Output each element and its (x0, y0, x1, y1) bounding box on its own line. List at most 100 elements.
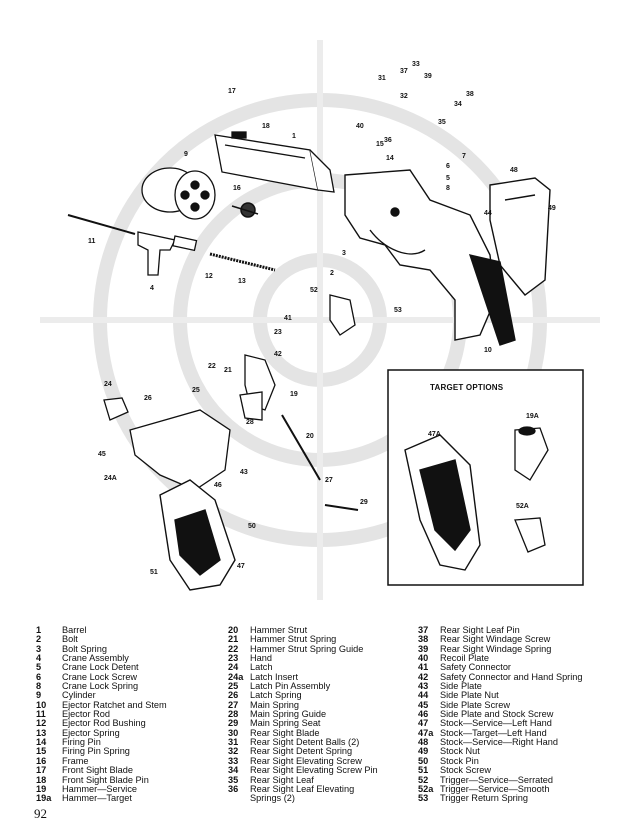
callout: 2 (330, 270, 334, 277)
callout: 23 (274, 329, 282, 336)
part-label: Latch (250, 662, 273, 673)
part-number: 39 (418, 643, 429, 654)
callout: 37 (400, 68, 408, 75)
part-label: Front Sight Blade Pin (62, 774, 149, 785)
part-number: 1 (36, 625, 42, 635)
side-plate-part (129, 409, 231, 491)
part-label: Crane Lock Spring (62, 681, 139, 692)
callout: 48 (510, 167, 518, 174)
part-number: 14 (36, 737, 47, 748)
part-label: Springs (2) (250, 793, 295, 804)
grip-left-part (159, 479, 236, 591)
part-label: Ejector Spring (62, 727, 120, 738)
part-label: Stock Pin (440, 755, 479, 766)
part-number: 27 (228, 699, 239, 710)
part-number: 34 (228, 765, 239, 776)
callout: 52 (310, 287, 318, 294)
callout: 25 (192, 387, 200, 394)
part-number: 8 (36, 681, 42, 692)
part-number: 21 (228, 634, 239, 645)
part-label: Hand (250, 653, 272, 664)
part-label: Rear Sight Elevating Screw Pin (250, 765, 378, 776)
part-label: Hammer Strut Spring (250, 634, 337, 645)
callout: 31 (378, 75, 386, 82)
callout: 24 (104, 381, 112, 388)
parts-list-item: 8 Crane Lock Spring (36, 681, 167, 692)
callout: 19 (290, 391, 298, 398)
part-label: Rear Sight Elevating Screw (250, 755, 362, 766)
part-label: Side Plate and Stock Screw (440, 709, 554, 720)
trigger-part (329, 294, 356, 336)
callout: 32 (400, 93, 408, 100)
part-number: 52 (418, 774, 429, 785)
callout: 18 (262, 123, 270, 130)
part-label: Hammer Strut (250, 625, 308, 635)
hammer-part (239, 354, 276, 421)
part-label: Rear Sight Leaf Elevating (250, 783, 355, 794)
part-number: 17 (36, 765, 47, 776)
part-label: Bolt Spring (62, 643, 107, 654)
part-number: 25 (228, 681, 239, 692)
parts-list-item: 27 Main Spring (228, 699, 378, 710)
callout: 4 (150, 285, 154, 292)
part-number: 41 (418, 662, 429, 673)
part-number: 28 (228, 709, 239, 720)
callout: 13 (238, 278, 246, 285)
part-number: 50 (418, 755, 429, 766)
callout: 16 (233, 185, 241, 192)
part-number: 16 (36, 755, 47, 766)
part-label: Rear Sight Windage Screw (440, 634, 551, 645)
part-label: Stock Nut (440, 746, 480, 757)
callout: 52A (516, 503, 529, 510)
part-number: 5 (36, 662, 42, 673)
callout: 41 (284, 315, 292, 322)
part-label: Main Spring Seat (250, 718, 321, 729)
callout: 47 (237, 563, 245, 570)
part-number: 35 (228, 774, 239, 785)
part-number: 13 (36, 727, 47, 738)
frame-part (344, 169, 496, 341)
part-label: Rear Sight Detent Spring (250, 746, 353, 757)
part-label: Frame (62, 755, 89, 766)
part-label: Trigger—Service—Smooth (440, 783, 550, 794)
callout: 29 (360, 499, 368, 506)
callout: 6 (446, 163, 450, 170)
ejector-rod-part (67, 214, 136, 235)
callout: 42 (274, 351, 282, 358)
part-number: 12 (36, 718, 47, 729)
part-number: 43 (418, 681, 429, 692)
callout: 24A (104, 475, 117, 482)
part-number: 32 (228, 746, 239, 757)
part-label: Main Spring (250, 699, 300, 710)
part-number: 24a (228, 671, 244, 682)
ejector-ratchet-part (231, 202, 259, 218)
part-label: Rear Sight Detent Balls (2) (250, 737, 360, 748)
part-number: 10 (36, 699, 47, 710)
callout: 35 (438, 119, 446, 126)
parts-list-item: 34 Rear Sight Elevating Screw Pin (228, 765, 378, 776)
part-label: Trigger Return Spring (440, 793, 528, 804)
part-number: 29 (228, 718, 239, 729)
callout: 28 (246, 419, 254, 426)
